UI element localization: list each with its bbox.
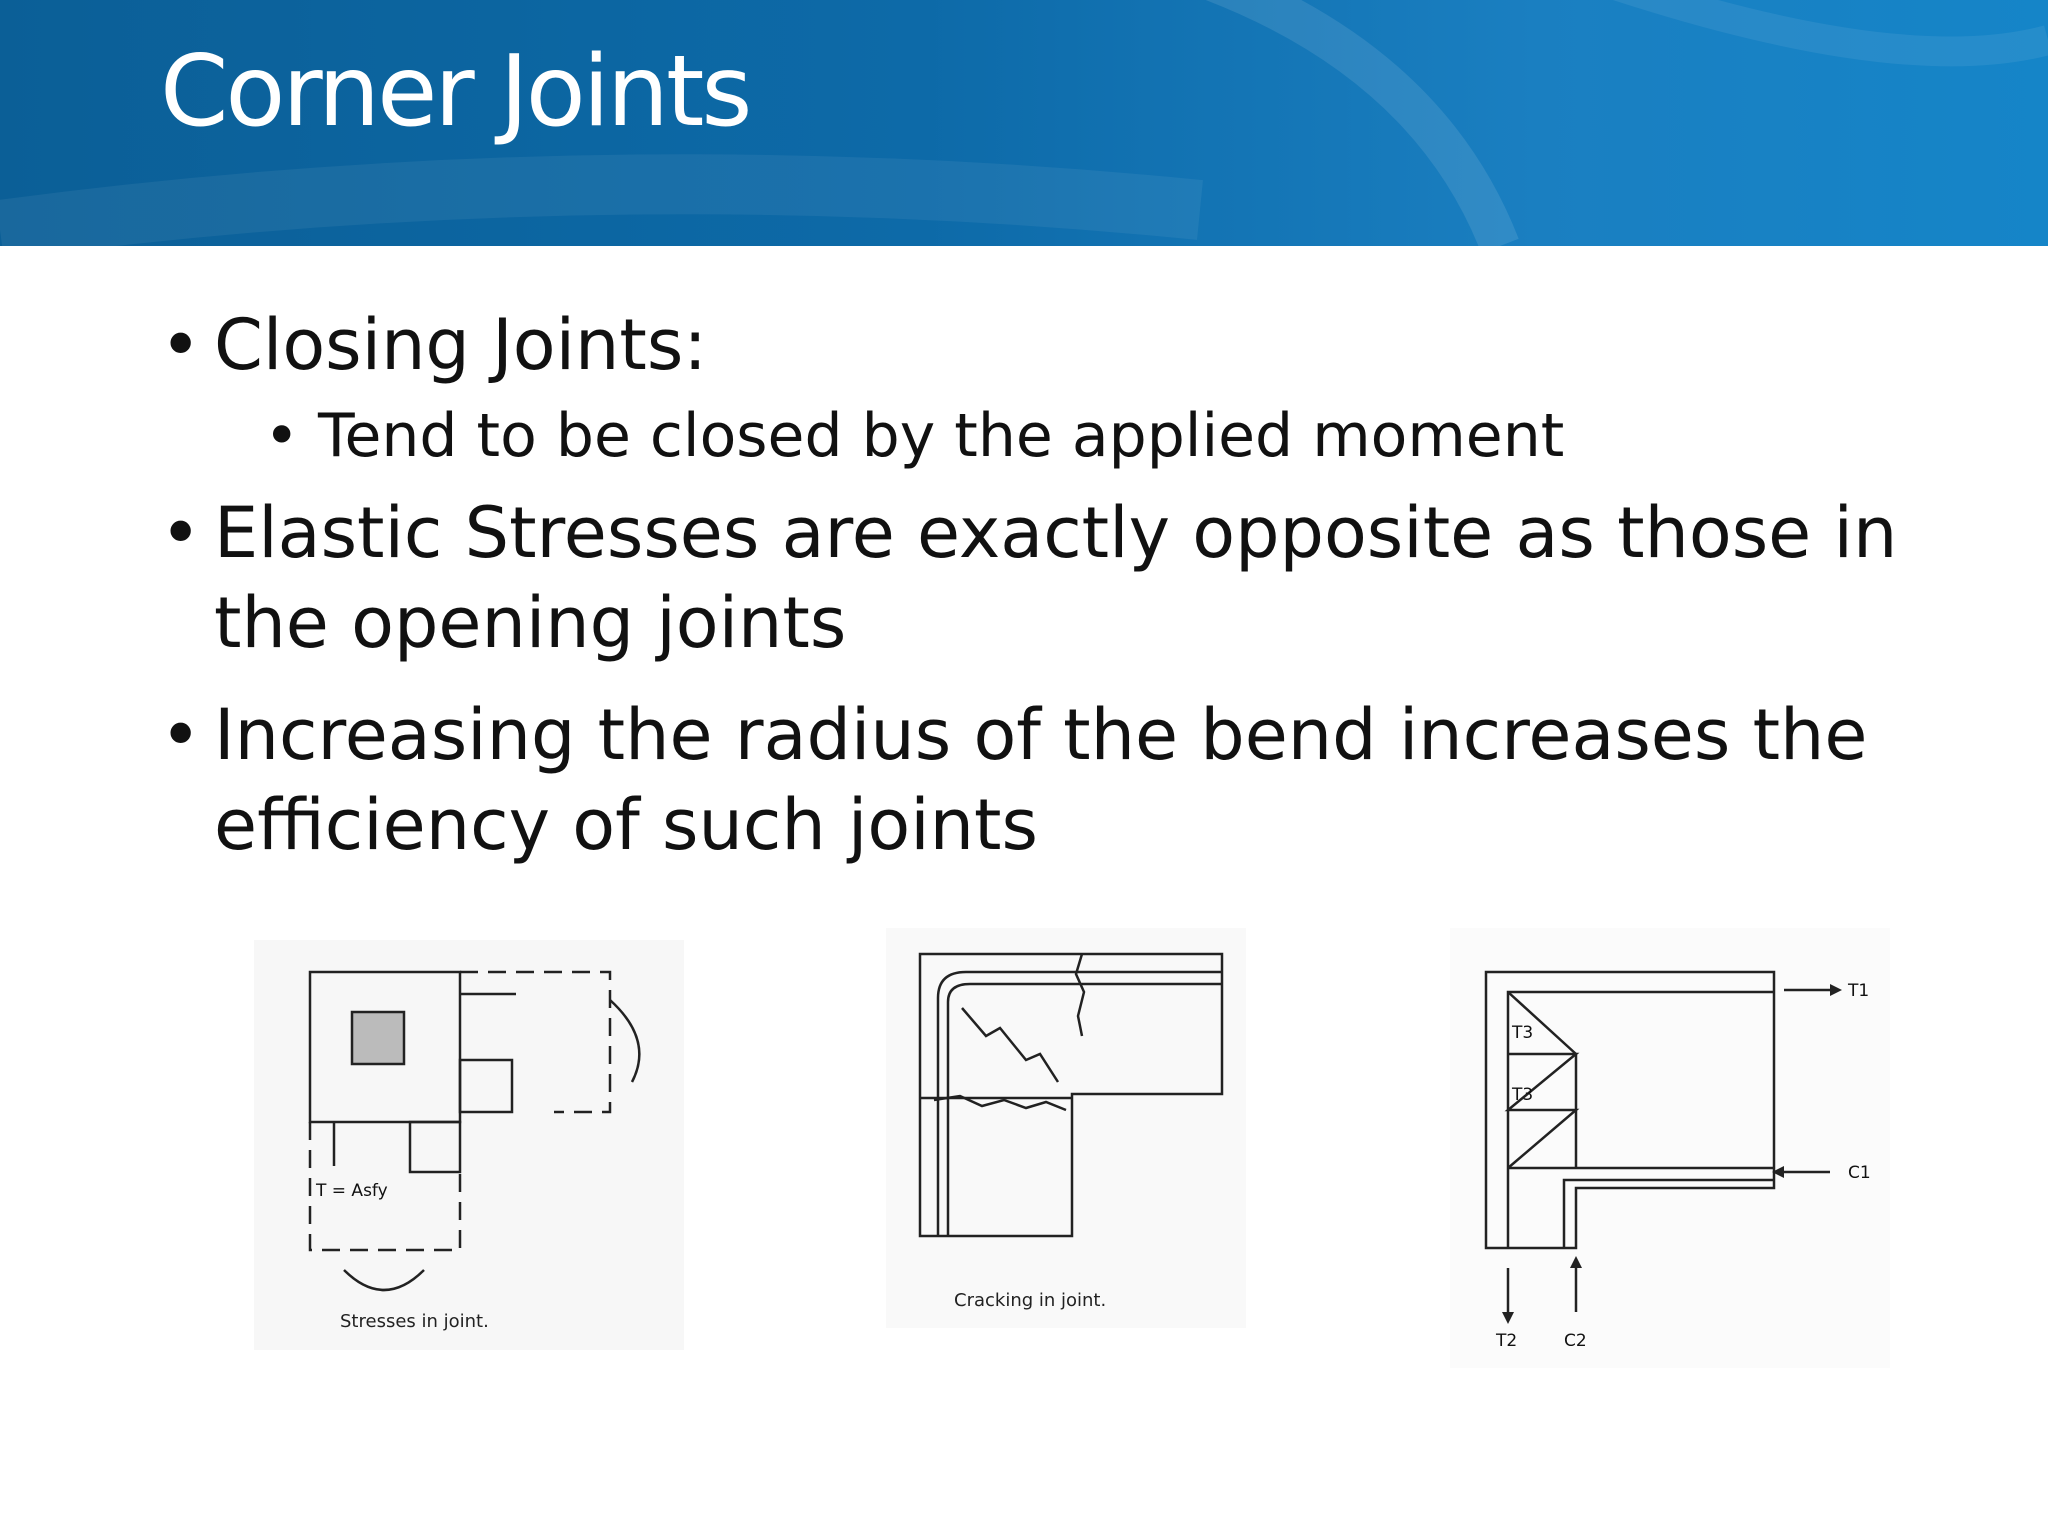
label-t3-lower: T3: [1511, 1085, 1533, 1105]
label-t1: T1: [1847, 981, 1869, 1001]
label-t3-upper: T3: [1511, 1023, 1533, 1043]
bullet-elastic-stresses: • Elastic Stresses are exactly opposite …: [160, 488, 1960, 668]
bullet-list: • Closing Joints: • Tend to be closed by…: [160, 300, 1960, 870]
bullet-dot: •: [160, 492, 202, 574]
sub-bullet-dot: •: [264, 401, 300, 471]
title-banner: Corner Joints: [0, 0, 2048, 246]
figure-cracking-in-joint: Cracking in joint.: [886, 928, 1246, 1328]
bullet-increasing-radius: • Increasing the radius of the bend incr…: [160, 690, 1960, 870]
bullet-closing-joints: • Closing Joints:: [160, 300, 1960, 390]
figure-caption-stresses: Stresses in joint.: [340, 1311, 489, 1332]
stress-formula: T = Asfy: [315, 1181, 388, 1201]
cracking-diagram: Cracking in joint.: [886, 928, 1246, 1328]
bullet-text: Increasing the radius of the bend increa…: [214, 694, 1868, 866]
bullet-dot: •: [160, 694, 202, 776]
figure-caption-cracking: Cracking in joint.: [954, 1290, 1106, 1311]
stresses-diagram: T = Asfy Stresses in joint.: [254, 940, 684, 1350]
bullet-text: Closing Joints:: [214, 304, 707, 386]
sub-bullet-text: Tend to be closed by the applied moment: [318, 401, 1565, 471]
figure-truss-model: T3 T3 T1 C1 T2 C2: [1450, 928, 1890, 1368]
label-t2: T2: [1495, 1331, 1517, 1351]
slide-title: Corner Joints: [160, 35, 752, 149]
banner-decoration: [0, 0, 2048, 246]
label-c1: C1: [1848, 1163, 1871, 1183]
figure-stresses-in-joint: T = Asfy Stresses in joint.: [254, 940, 684, 1350]
truss-diagram: T3 T3 T1 C1 T2 C2: [1450, 928, 1890, 1368]
bullet-text: Elastic Stresses are exactly opposite as…: [214, 492, 1898, 664]
bullet-dot: •: [160, 304, 202, 386]
sub-bullet-closed-by-moment: • Tend to be closed by the applied momen…: [160, 396, 1960, 476]
label-c2: C2: [1564, 1331, 1587, 1351]
